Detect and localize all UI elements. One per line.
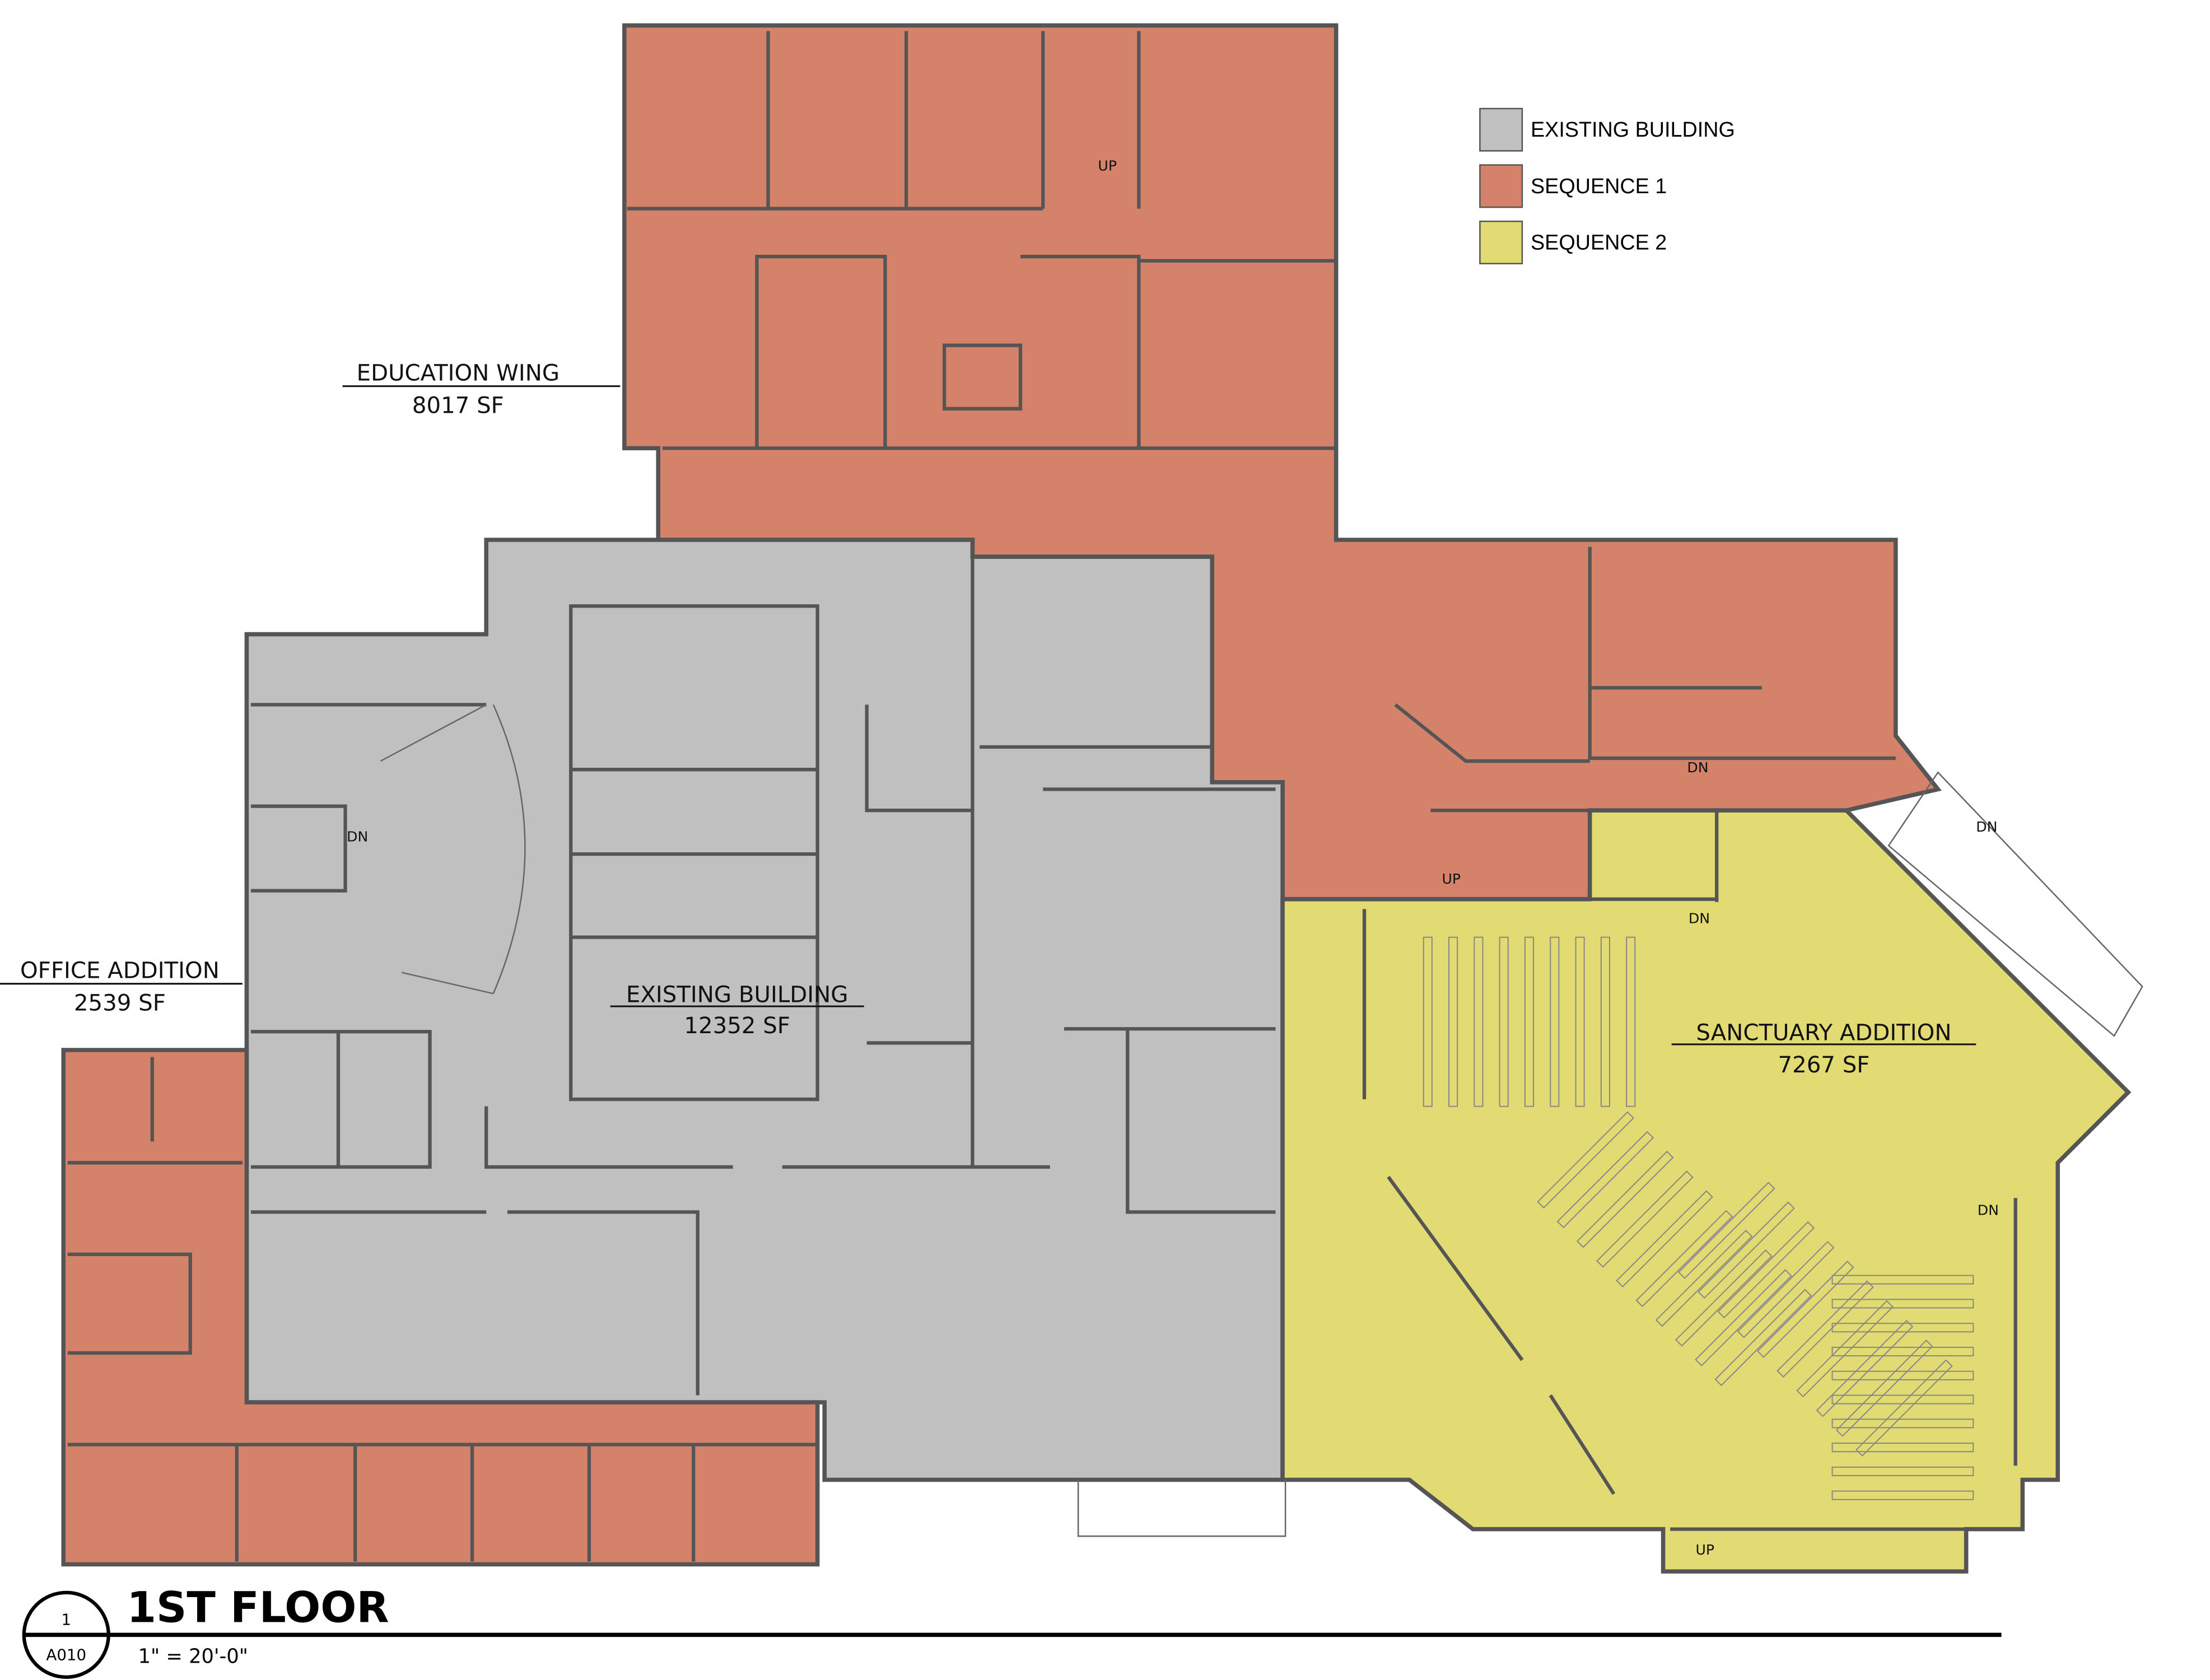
pew [1831,1275,1974,1285]
sheet-number: A010 [46,1646,86,1664]
pew [1550,936,1560,1107]
area-name: EXISTING BUILDING [626,982,848,1007]
stair-dn-label: DN [1687,759,1708,776]
pew [1556,1131,1654,1229]
pew [1831,1443,1974,1453]
side-entry [1887,771,2143,1037]
pew [1600,936,1610,1107]
pew [1831,1299,1974,1309]
entry-canopy [1077,1480,1286,1537]
pew [1616,1190,1713,1288]
pew [1835,1340,1933,1437]
pew [1855,1359,1953,1457]
area-name: OFFICE ADDITION [20,958,220,984]
stair-dn-label: DN [347,829,368,845]
area-size: 8017 SF [412,393,504,418]
existing-building-zone [244,538,1285,1482]
legend-item-existing-building: EXISTING BUILDING [1479,108,1735,152]
pew [1423,936,1433,1107]
sanctuary-seating [1423,936,1974,1500]
pew [1756,1261,1854,1358]
pew [1474,936,1484,1107]
stair-dn-label: DN [1976,819,1997,835]
pew [1831,1418,1974,1429]
area-size: 7267 SF [1778,1052,1869,1078]
pew [1796,1300,1894,1398]
area-size: 12352 SF [684,1013,790,1039]
pew [1524,936,1535,1107]
stair-labels: UP UP UP DN DN DN DN DN [347,158,1999,1558]
pew [1626,936,1636,1107]
drawing-scale: 1" = 20'-0" [138,1645,248,1668]
pew [1831,1466,1974,1476]
area-name: EDUCATION WING [357,361,560,386]
pew [1596,1170,1694,1268]
stair-up-label: UP [1695,1542,1714,1558]
pew [1448,936,1458,1107]
pew [1831,1323,1974,1333]
sanctuary-addition-zone [1280,808,2132,1574]
stair-dn-label: DN [1978,1202,1999,1218]
pew [1714,1289,1812,1387]
area-name: SANCTUARY ADDITION [1696,1020,1951,1046]
pew [1655,1229,1753,1327]
stair-dn-label: DN [1689,910,1710,926]
pew [1695,1269,1792,1366]
area-label-sanctuary-addition: SANCTUARY ADDITION 7267 SF [1671,1020,1976,1078]
interior-walls [67,31,2017,1562]
pew [1831,1394,1974,1404]
area-label-education-wing: EDUCATION WING 8017 SF [342,361,621,418]
legend-label: EXISTING BUILDING [1531,118,1735,141]
area-label-office-addition: OFFICE ADDITION 2539 SF [0,958,243,1016]
legend-swatch [1479,164,1523,208]
pew [1635,1210,1733,1308]
area-label-existing-building: EXISTING BUILDING 12352 SF [610,982,864,1039]
pew [1575,936,1585,1107]
pew [1576,1150,1674,1248]
pew [1677,1182,1775,1279]
office-addition-zone [61,1048,820,1567]
legend-swatch [1479,220,1523,264]
legend-item-sequence-2: SEQUENCE 2 [1479,220,1667,264]
pew [1675,1249,1773,1347]
stair-up-label: UP [1442,871,1461,887]
pew [1537,1111,1634,1209]
pew [1831,1346,1974,1357]
drawing-title: 1ST FLOOR [127,1583,389,1632]
legend-swatch [1479,108,1523,152]
legend-item-sequence-1: SEQUENCE 1 [1479,164,1667,208]
pew [1737,1240,1835,1338]
stair-up-label: UP [1098,158,1117,174]
pew [1698,1201,1795,1299]
detail-number: 1 [61,1611,71,1629]
pew [1499,936,1509,1107]
legend: EXISTING BUILDING SEQUENCE 1 SEQUENCE 2 [1479,108,1735,264]
legend-label: SEQUENCE 2 [1531,231,1667,254]
title-block: 1 A010 1ST FLOOR 1" = 20'-0" [22,1583,2002,1679]
legend-label: SEQUENCE 1 [1531,174,1667,198]
area-size: 2539 SF [74,991,166,1016]
pew [1831,1490,1974,1500]
pew [1717,1221,1815,1319]
pew [1831,1370,1974,1380]
